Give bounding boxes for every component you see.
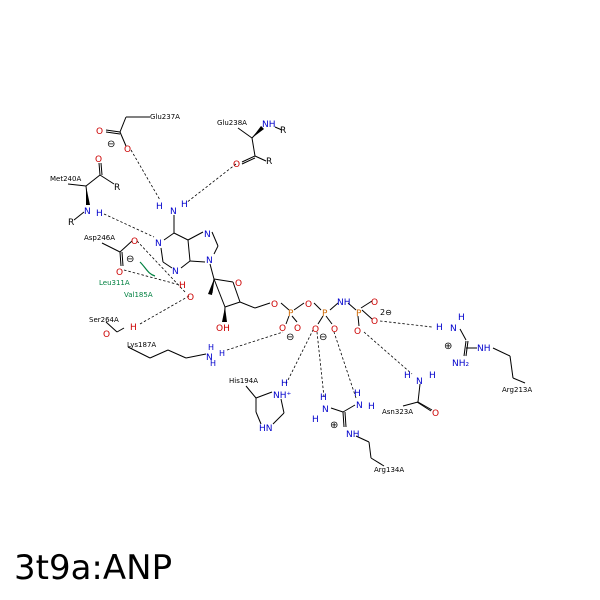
atom-labels: O O O O O O O O OH O O O O O O O O O O O…: [68, 120, 491, 440]
atom-h-asn323-b: H: [429, 371, 436, 381]
hydrophobic-contact-arc: [139, 261, 156, 277]
atom-h-arg213-a2: H: [458, 313, 465, 323]
charge-minus-asp246: ⊖: [126, 254, 134, 265]
atom-n-lys187: N: [206, 353, 213, 363]
atom-o-ribose-2: O: [187, 293, 194, 303]
atom-h-lys187-b: H: [219, 349, 225, 358]
atom-nh-arg134: NH: [346, 430, 360, 440]
atom-hn-his194: HN: [259, 424, 273, 434]
residue-label-asn323: Asn323A: [382, 408, 413, 416]
atom-h-o2: H: [179, 281, 186, 291]
r-group-glu238-b: R: [266, 157, 272, 167]
atom-h-lys187-a: H: [208, 343, 214, 352]
atom-o-pg-2: O: [371, 317, 378, 327]
r-group-met240-b: R: [68, 218, 74, 228]
atom-n-met240: N: [84, 207, 91, 217]
charge-two-minus-pg: 2⊖: [380, 308, 392, 317]
atom-h-asn323-a: H: [404, 371, 411, 381]
atom-n-n9: N: [206, 256, 213, 266]
r-group-met240-a: R: [114, 183, 120, 193]
atom-n-n3: N: [172, 267, 179, 277]
atom-o-pg-1: O: [371, 298, 378, 308]
atom-o-pa-pb: O: [305, 300, 312, 310]
wedge-bonds: [86, 126, 264, 322]
atom-h-arg134-b2: H: [368, 402, 375, 412]
residue-label-his194: His194A: [229, 377, 258, 385]
residue-label-leu311: Leu311A: [99, 279, 130, 287]
charge-plus-arg213: ⊕: [444, 341, 452, 352]
residue-labels: Glu237A Glu238A Met240A Asp246A Leu311A …: [50, 113, 532, 474]
atom-o-glu237-a: O: [96, 127, 103, 137]
atom-nh-pbeta-pgamma: NH: [337, 298, 351, 308]
residue-label-met240: Met240A: [50, 175, 81, 183]
atom-o-met240: O: [95, 155, 102, 165]
atom-nh-glu238: NH: [262, 120, 276, 130]
charge-plus-arg134: ⊕: [330, 420, 338, 431]
residue-label-val185: Val185A: [124, 291, 153, 299]
residue-label-lys187: Lys187A: [127, 341, 156, 349]
atom-o-glu238: O: [233, 160, 240, 170]
atom-o-o5: O: [271, 300, 278, 310]
atom-n-arg134-b: N: [356, 401, 363, 411]
atom-p-beta: P: [322, 309, 328, 319]
residue-label-glu238: Glu238A: [217, 119, 247, 127]
atom-n-asn323: N: [416, 377, 423, 387]
diagram-title: 3t9a:ANP: [14, 548, 173, 588]
hydrogen-bonds: [103, 149, 433, 399]
residue-label-arg134: Arg134A: [374, 466, 404, 474]
atom-h-lys187-c: H: [210, 359, 216, 368]
atom-oh-ribose-3: OH: [216, 324, 230, 334]
atom-o-pa-2: O: [279, 324, 286, 334]
atom-o-asp246-b: O: [116, 268, 123, 278]
atom-o-pb-1: O: [312, 325, 319, 335]
atom-n-n1: N: [155, 239, 162, 249]
atom-o-asn323: O: [432, 409, 439, 419]
atom-h-arg134-a2: H: [312, 415, 319, 425]
atom-p-gamma: P: [356, 309, 362, 319]
atom-h-arg134-a1: H: [320, 393, 327, 403]
residue-label-arg213: Arg213A: [502, 386, 532, 394]
atom-o-glu237-b: O: [124, 145, 131, 155]
atom-h-ser264: H: [130, 323, 137, 333]
atom-o-asp246-a: O: [131, 237, 138, 247]
atom-o-pg-3: O: [354, 327, 361, 337]
residue-label-asp246: Asp246A: [84, 234, 115, 242]
atom-h-n6-b: H: [181, 200, 188, 210]
atom-h-met240: H: [96, 209, 103, 219]
atom-nh2-arg213: NH₂: [452, 359, 470, 369]
atom-h-n6-a: H: [156, 202, 163, 212]
atom-n-arg213-a: N: [450, 324, 457, 334]
atom-o-ser264: O: [103, 330, 110, 340]
atom-p-alpha: P: [288, 309, 294, 319]
atom-n-n6: N: [170, 207, 177, 217]
r-group-glu238-a: R: [280, 126, 286, 136]
atom-o-pb-2: O: [331, 325, 338, 335]
atom-o-pa-1: O: [294, 324, 301, 334]
atom-o-ribose-ring: O: [235, 279, 242, 289]
charge-minus-glu237: ⊖: [107, 139, 115, 150]
residue-label-glu237: Glu237A: [150, 113, 180, 121]
atom-n-arg134-a: N: [322, 405, 329, 415]
charge-minus-pa: ⊖: [286, 332, 294, 343]
atom-n-n7: N: [204, 230, 211, 240]
residue-label-ser264: Ser264A: [89, 316, 119, 324]
atom-h-his194: H: [281, 379, 288, 389]
atom-nh-arg213: NH: [477, 344, 491, 354]
covalent-bonds: [67, 116, 526, 467]
atom-nh-plus-his194: NH⁺: [273, 391, 292, 401]
charge-minus-pb: ⊖: [319, 332, 327, 343]
atom-h-arg213-a1: H: [436, 323, 443, 333]
atom-h-arg134-b1: H: [354, 389, 361, 399]
